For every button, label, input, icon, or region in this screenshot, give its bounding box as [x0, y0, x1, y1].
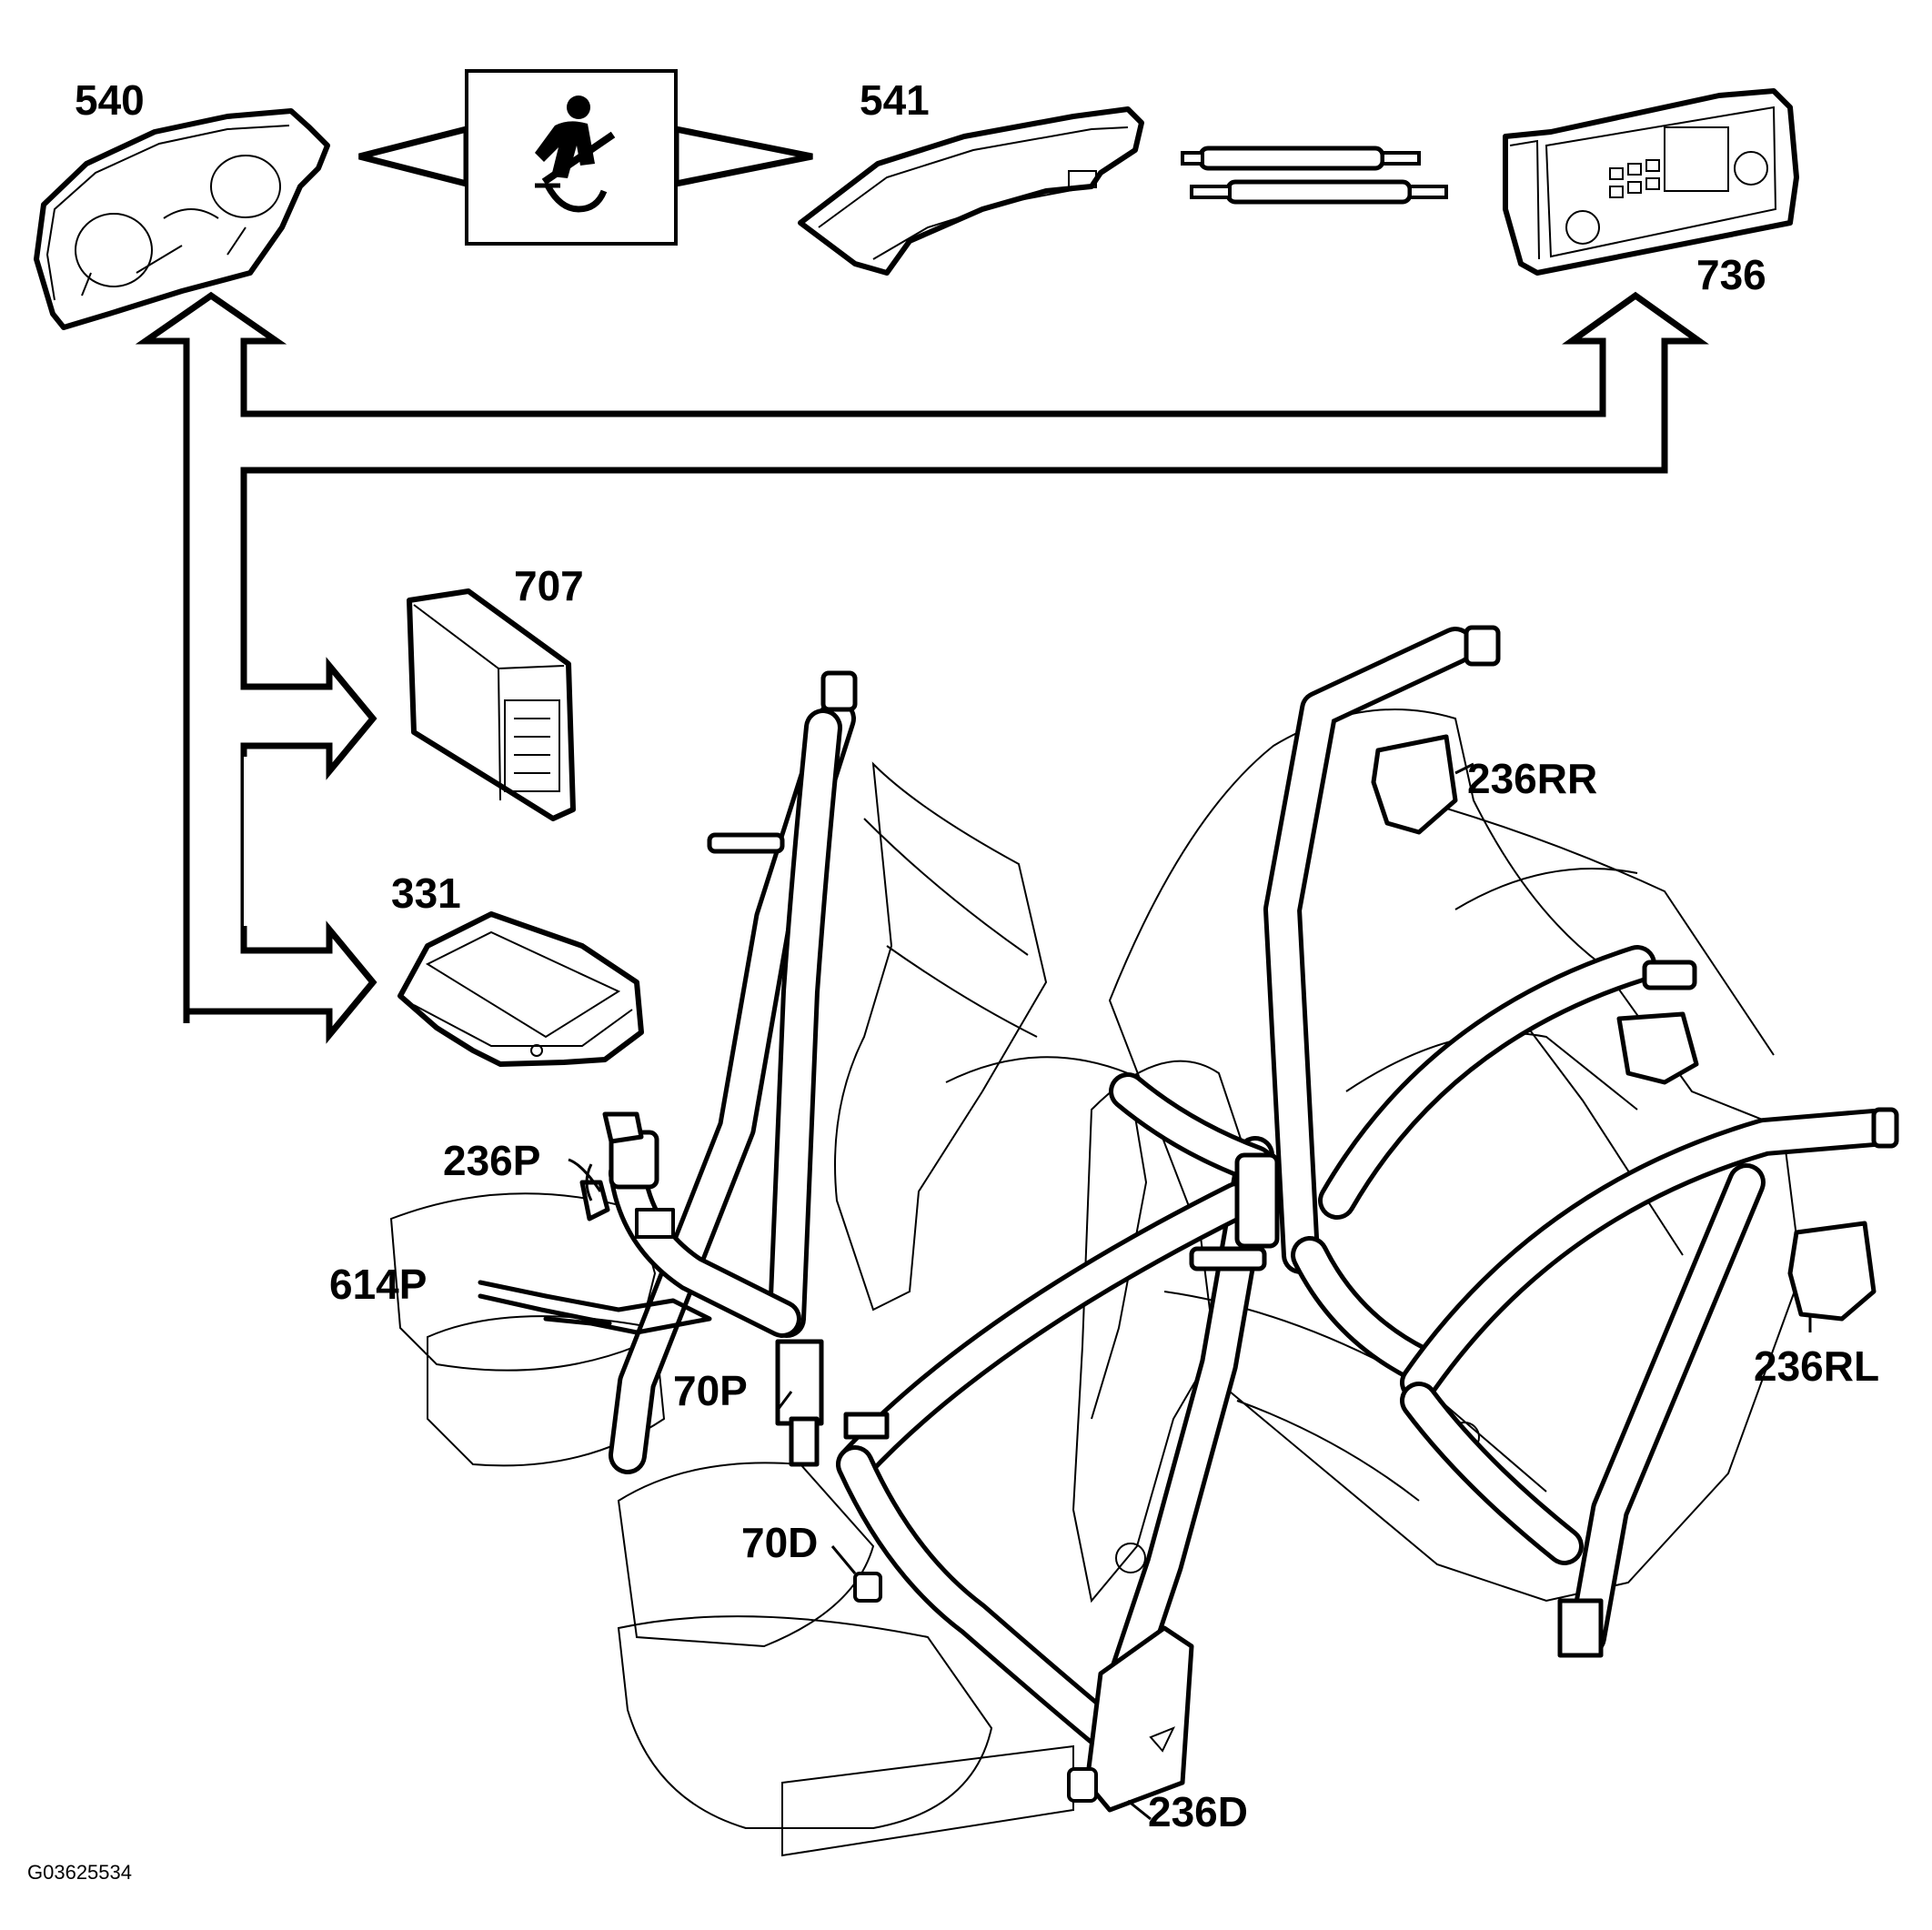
connection-arrows	[135, 125, 1709, 1044]
dashboard-display-icon	[798, 106, 1144, 276]
control-module-icon	[407, 588, 576, 821]
labels: 540 541 736 707 331 236P 614P 70P 70D 23…	[27, 76, 1879, 1884]
label-70D: 70D	[741, 1519, 818, 1566]
label-236RR: 236RR	[1467, 755, 1597, 802]
label-236D: 236D	[1148, 1788, 1248, 1835]
arrow-icon-to-540	[358, 125, 470, 188]
seatbelt-warning-icon	[535, 95, 616, 213]
label-331: 331	[391, 870, 461, 917]
instrument-cluster-icon	[34, 108, 330, 330]
arrow-to-707	[244, 757, 273, 926]
control-panel-icon	[1503, 88, 1799, 276]
label-707: 707	[514, 562, 584, 609]
label-540: 540	[75, 76, 145, 124]
label-70P: 70P	[673, 1367, 748, 1414]
airbag-module-icon	[397, 911, 644, 1067]
leader-lines	[568, 762, 1812, 1821]
seatbelt-warning-box	[465, 69, 678, 246]
arrow-icon-to-541	[672, 125, 813, 188]
label-541: 541	[860, 76, 930, 124]
arrow-540-736	[135, 291, 1709, 1044]
label-614P: 614P	[329, 1261, 427, 1308]
cable-connector-icon	[1181, 146, 1448, 205]
seatbelt-icon	[478, 625, 1899, 1813]
figure-code: G03625534	[27, 1861, 132, 1884]
label-736: 736	[1696, 251, 1766, 298]
label-236P: 236P	[443, 1137, 540, 1184]
label-236RL: 236RL	[1754, 1342, 1879, 1390]
